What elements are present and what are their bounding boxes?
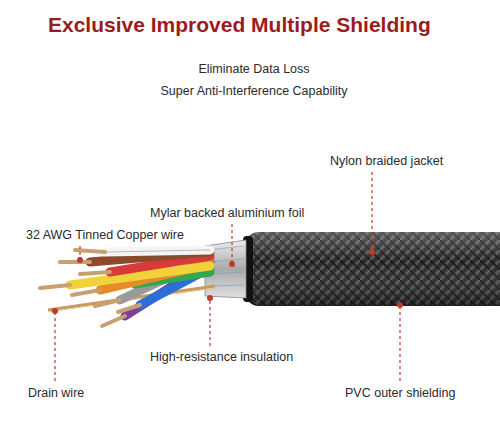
title: Exclusive Improved Multiple Shielding [48,12,431,37]
callout-label: 32 AWG Tinned Copper wire [26,228,184,243]
wire-bundle [40,250,210,326]
braided-jacket [245,232,500,306]
jacket-shine [245,232,500,306]
leader-lines [55,172,400,381]
callout-label: Nylon braided jacket [330,154,443,169]
leader-dots [52,249,403,314]
subtitle: Eliminate Data Loss [4,62,500,77]
callout-label: PVC outer shielding [345,386,455,401]
callout-label: Mylar backed aluminium foil [150,206,304,221]
callout-label: High-resistance insulation [150,350,293,365]
callout-label: Drain wire [28,386,84,401]
subtitle: Super Anti-Interference Capability [4,84,500,99]
